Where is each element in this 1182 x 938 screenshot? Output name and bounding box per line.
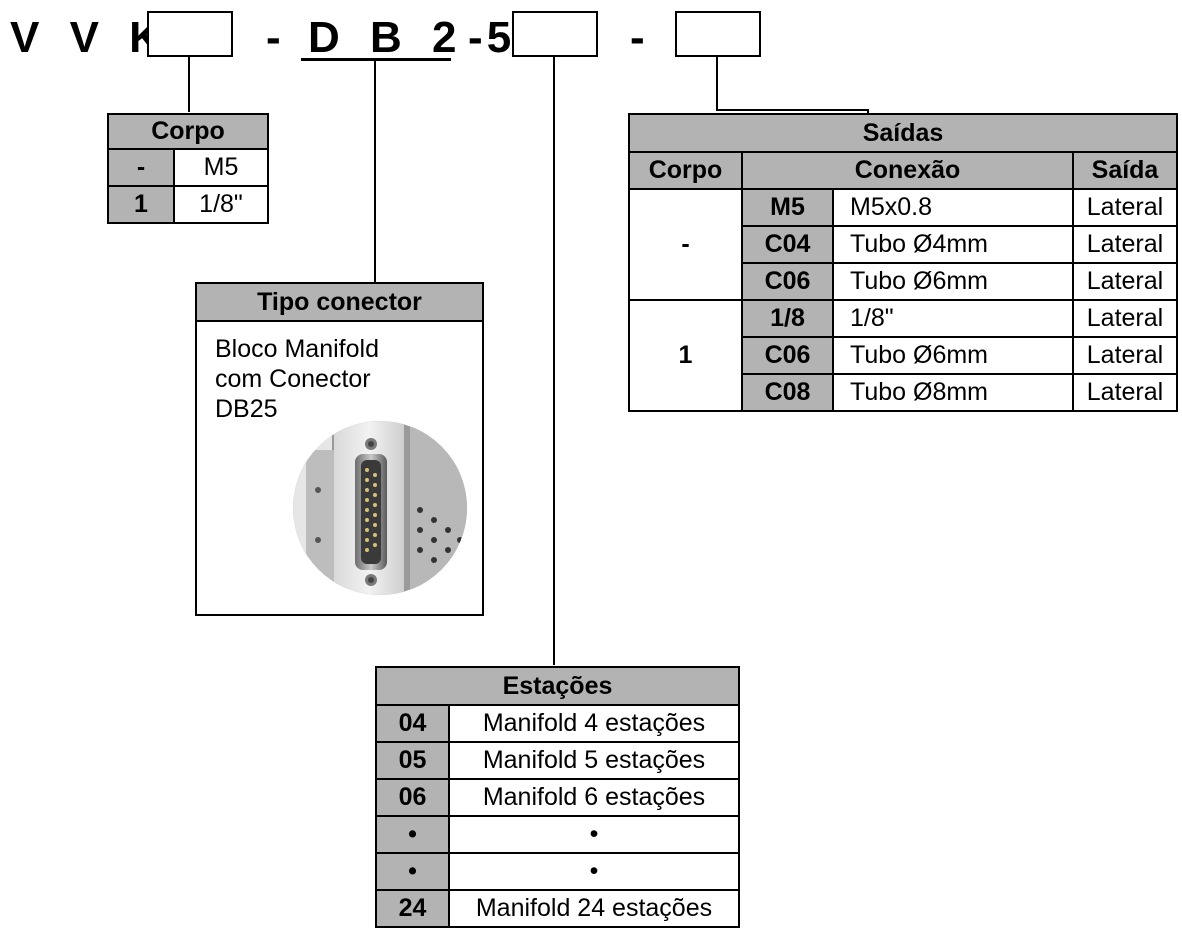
estacoes-desc: • — [449, 853, 739, 890]
table-row: 06 Manifold 6 estações — [376, 779, 739, 816]
db25-connector-photo — [292, 420, 468, 596]
saidas-saida: Lateral — [1073, 226, 1177, 263]
saidas-desc: Tubo Ø8mm — [833, 374, 1073, 411]
table-row: • • — [376, 816, 739, 853]
saidas-code: C06 — [742, 337, 833, 374]
estacoes-desc: Manifold 6 estações — [449, 779, 739, 816]
estacoes-code: 24 — [376, 890, 449, 927]
saidas-desc: Tubo Ø6mm — [833, 263, 1073, 300]
connector-underline — [301, 58, 451, 61]
code-dash-2: - — [468, 12, 492, 64]
saidas-code: M5 — [742, 189, 833, 226]
estacoes-desc: Manifold 4 estações — [449, 705, 739, 742]
saidas-saida: Lateral — [1073, 263, 1177, 300]
saidas-saida: Lateral — [1073, 300, 1177, 337]
estacoes-table: Estações 04 Manifold 4 estações 05 Manif… — [375, 666, 740, 928]
estacoes-code-box — [512, 11, 598, 57]
corpo-title: Corpo — [108, 114, 268, 149]
saidas-code: C08 — [742, 374, 833, 411]
saidas-leader-line-v — [716, 57, 718, 111]
table-row: • • — [376, 853, 739, 890]
saidas-saida: Lateral — [1073, 374, 1177, 411]
estacoes-desc: Manifold 5 estações — [449, 742, 739, 779]
table-row: 24 Manifold 24 estações — [376, 890, 739, 927]
estacoes-code: 04 — [376, 705, 449, 742]
saidas-code-box — [675, 11, 761, 57]
saidas-desc: Tubo Ø4mm — [833, 226, 1073, 263]
table-row: 04 Manifold 4 estações — [376, 705, 739, 742]
connector-type-box: Tipo conector Bloco Manifold com Conecto… — [195, 282, 484, 616]
saidas-table: Saídas Corpo Conexão Saída - M5 M5x0.8 L… — [628, 113, 1178, 412]
estacoes-title: Estações — [376, 667, 739, 705]
saidas-corpo-cell: 1 — [629, 300, 742, 411]
saidas-desc: Tubo Ø6mm — [833, 337, 1073, 374]
estacoes-leader-line — [553, 57, 555, 665]
saidas-header-conexao: Conexão — [742, 152, 1073, 189]
saidas-header-saida: Saída — [1073, 152, 1177, 189]
code-dash-3: - — [630, 12, 654, 64]
table-row: 05 Manifold 5 estações — [376, 742, 739, 779]
estacoes-code: 06 — [376, 779, 449, 816]
estacoes-code: • — [376, 816, 449, 853]
saidas-desc: 1/8" — [833, 300, 1073, 337]
estacoes-desc: Manifold 24 estações — [449, 890, 739, 927]
saidas-saida: Lateral — [1073, 337, 1177, 374]
code-prefix: V V K — [10, 12, 170, 64]
saidas-code: C06 — [742, 263, 833, 300]
corpo-leader-line — [188, 57, 190, 112]
corpo-code: 1 — [108, 186, 174, 223]
saidas-title: Saídas — [629, 114, 1177, 152]
corpo-code-box — [147, 11, 233, 57]
saidas-desc: M5x0.8 — [833, 189, 1073, 226]
estacoes-desc: • — [449, 816, 739, 853]
estacoes-code: 05 — [376, 742, 449, 779]
corpo-value: M5 — [174, 149, 268, 186]
saidas-leader-line-h — [716, 109, 869, 111]
connector-type-title: Tipo conector — [197, 284, 482, 322]
saidas-saida: Lateral — [1073, 189, 1177, 226]
table-row: - M5 — [108, 149, 268, 186]
table-row: - M5 M5x0.8 Lateral — [629, 189, 1177, 226]
saidas-code: C04 — [742, 226, 833, 263]
description-line: Bloco Manifold — [215, 334, 415, 364]
saidas-header-corpo: Corpo — [629, 152, 742, 189]
connector-leader-line — [374, 60, 376, 282]
code-dash-1: - — [266, 12, 290, 64]
description-line: com Conector — [215, 364, 415, 394]
corpo-value: 1/8" — [174, 186, 268, 223]
corpo-code: - — [108, 149, 174, 186]
table-row: 1 1/8 1/8" Lateral — [629, 300, 1177, 337]
estacoes-code: • — [376, 853, 449, 890]
corpo-table: Corpo - M5 1 1/8" — [107, 113, 269, 224]
saidas-corpo-cell: - — [629, 189, 742, 300]
saidas-code: 1/8 — [742, 300, 833, 337]
connector-type-description: Bloco Manifold com Conector DB25 — [215, 334, 415, 424]
table-row: 1 1/8" — [108, 186, 268, 223]
